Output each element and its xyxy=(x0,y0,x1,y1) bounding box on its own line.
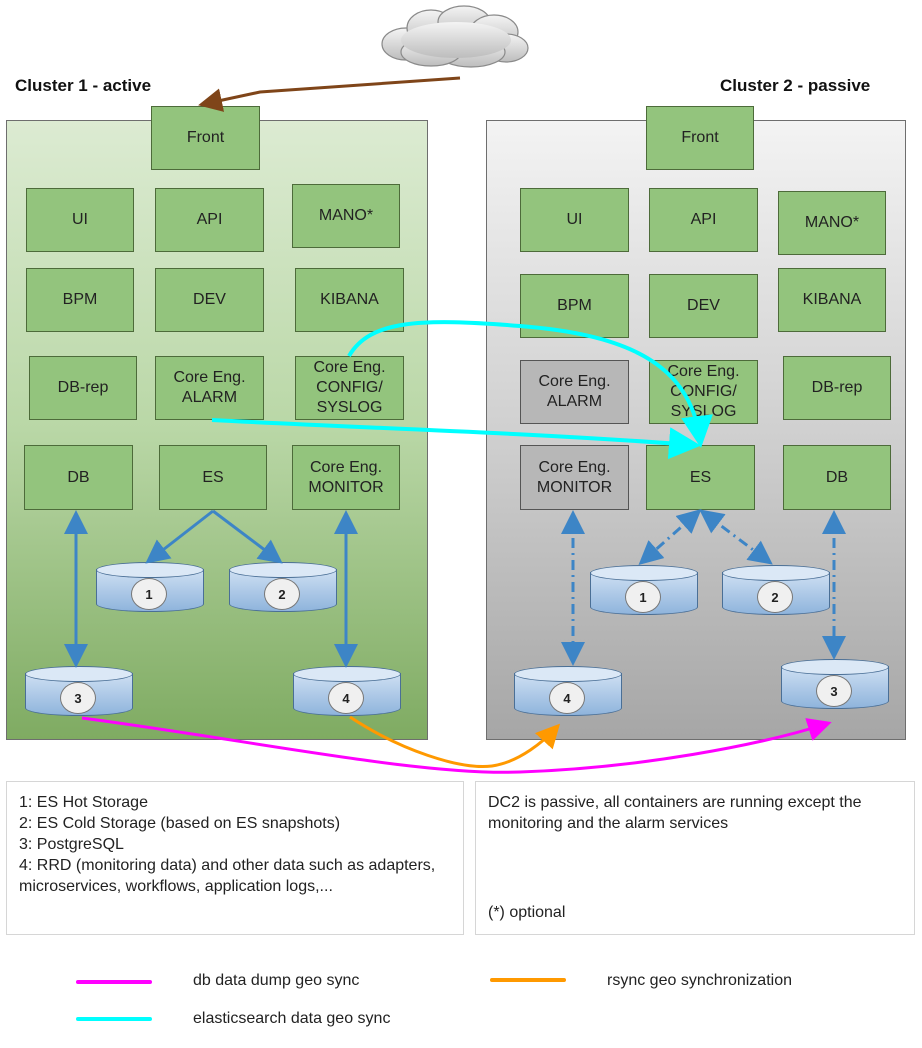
cloud-to-front-connector xyxy=(198,76,461,112)
c1-kibana-box: KIBANA xyxy=(295,268,404,332)
c1-db-rep-box: DB-rep xyxy=(29,356,137,420)
c2-bpm-box: BPM xyxy=(520,274,629,338)
c2-kibana-box: KIBANA xyxy=(778,268,886,332)
legend-es-sync-label: elasticsearch data geo sync xyxy=(193,1010,391,1027)
c2-mano-box: MANO* xyxy=(778,191,886,255)
cloud-icon xyxy=(381,5,529,68)
note-line-2: 2: ES Cold Storage (based on ES snapshot… xyxy=(19,815,341,832)
legend-rsync-swatch xyxy=(490,978,566,982)
c1-storage-2-label: 2 xyxy=(264,578,300,610)
c1-storage-4-label: 4 xyxy=(328,682,364,714)
c1-core-alarm-box: Core Eng. ALARM xyxy=(155,356,264,420)
c2-storage-3: 3 xyxy=(781,659,889,715)
c1-storage-3: 3 xyxy=(25,666,133,722)
note-line-4: 4: RRD (monitoring data) and other data … xyxy=(19,857,436,895)
c1-ui-box: UI xyxy=(26,188,134,252)
passive-note: DC2 is passive, all containers are runni… xyxy=(475,781,915,935)
c2-ui-box: UI xyxy=(520,188,629,252)
c1-dev-box: DEV xyxy=(155,268,264,332)
c1-core-config-box: Core Eng. CONFIG/ SYSLOG xyxy=(295,356,404,420)
legend-rsync-label: rsync geo synchronization xyxy=(607,972,792,989)
c1-storage-1: 1 xyxy=(96,562,204,618)
c1-bpm-box: BPM xyxy=(26,268,134,332)
c1-storage-1-label: 1 xyxy=(131,578,167,610)
c1-mano-box: MANO* xyxy=(292,184,400,248)
c2-storage-1-label: 1 xyxy=(625,581,661,613)
c1-front-box: Front xyxy=(151,106,260,170)
c2-storage-2: 2 xyxy=(722,565,830,621)
c2-storage-4: 4 xyxy=(514,666,622,722)
optional-footnote: (*) optional xyxy=(488,904,566,921)
note-line-3: 3: PostgreSQL xyxy=(19,836,124,853)
c2-db-rep-box: DB-rep xyxy=(783,356,891,420)
legend-db-dump-label: db data dump geo sync xyxy=(193,972,360,989)
c1-storage-4: 4 xyxy=(293,666,401,722)
cluster-2-title: Cluster 2 - passive xyxy=(720,76,871,95)
c2-storage-1: 1 xyxy=(590,565,698,621)
c1-es-box: ES xyxy=(159,445,267,510)
cluster-1-title: Cluster 1 - active xyxy=(15,76,152,95)
c2-core-monitor-box: Core Eng. MONITOR xyxy=(520,445,629,510)
c2-storage-2-label: 2 xyxy=(757,581,793,613)
c1-storage-2: 2 xyxy=(229,562,337,618)
c1-core-monitor-box: Core Eng. MONITOR xyxy=(292,445,400,510)
c1-db-box: DB xyxy=(24,445,133,510)
legend-db-dump-swatch xyxy=(76,980,152,984)
c1-api-box: API xyxy=(155,188,264,252)
storage-legend-note: 1: ES Hot Storage 2: ES Cold Storage (ba… xyxy=(6,781,464,935)
c2-core-alarm-box: Core Eng. ALARM xyxy=(520,360,629,424)
c2-db-box: DB xyxy=(783,445,891,510)
c2-storage-4-label: 4 xyxy=(549,682,585,714)
note-line-1: 1: ES Hot Storage xyxy=(19,794,148,811)
c2-dev-box: DEV xyxy=(649,274,758,338)
c2-core-config-box: Core Eng. CONFIG/ SYSLOG xyxy=(649,360,758,424)
c2-api-box: API xyxy=(649,188,758,252)
c1-storage-3-label: 3 xyxy=(60,682,96,714)
passive-note-text: DC2 is passive, all containers are runni… xyxy=(488,794,862,832)
c2-es-box: ES xyxy=(646,445,755,510)
c2-front-box: Front xyxy=(646,106,754,170)
legend-es-sync-swatch xyxy=(76,1017,152,1021)
c2-storage-3-label: 3 xyxy=(816,675,852,707)
